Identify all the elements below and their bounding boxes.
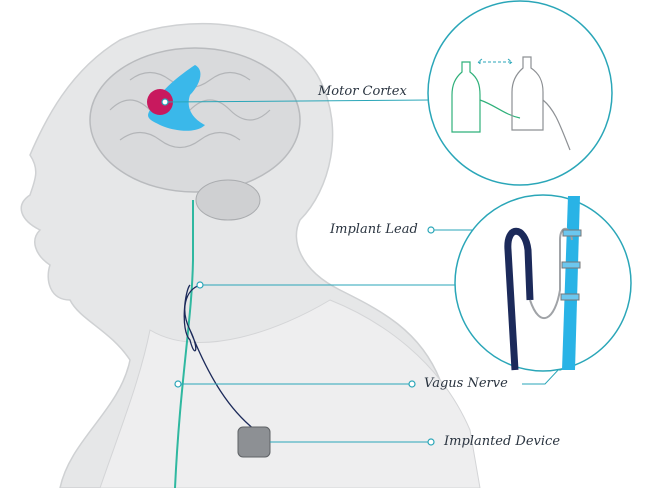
spinal-cord [174, 200, 194, 488]
bottle-gray [511, 56, 571, 151]
electrode-coil [560, 293, 580, 301]
callout-dot [196, 281, 204, 289]
callout-dot [427, 226, 435, 234]
implant-lead-inset [454, 194, 632, 372]
callout-dot [161, 98, 169, 106]
implant-lead-label: Implant Lead [330, 222, 418, 237]
motor-cortex-inset [427, 0, 613, 186]
implanted-device-label: Implanted Device [444, 434, 561, 449]
vagus-nerve-inset [562, 196, 580, 370]
callout-dot [427, 438, 435, 446]
cerebellum [195, 179, 261, 221]
callout-dot [174, 380, 182, 388]
motor-cortex-hotspot [147, 89, 173, 115]
shirt-collar [99, 299, 481, 488]
motor-cortex-label: Motor Cortex [318, 84, 407, 99]
implant-lead-wire [183, 284, 256, 431]
electrode-coil [561, 261, 581, 269]
vagus-nerve-callout-right [522, 367, 561, 385]
vagus-nerve-label: Vagus Nerve [424, 376, 508, 391]
motor-cortex-callout-line [164, 99, 431, 103]
implanted-device [237, 426, 271, 458]
implant-lead-inset-wire [504, 227, 534, 371]
callout-dot [408, 380, 416, 388]
electrode-coil [562, 229, 582, 237]
bottle-green [451, 61, 521, 133]
move-arrow-icon [477, 58, 513, 66]
